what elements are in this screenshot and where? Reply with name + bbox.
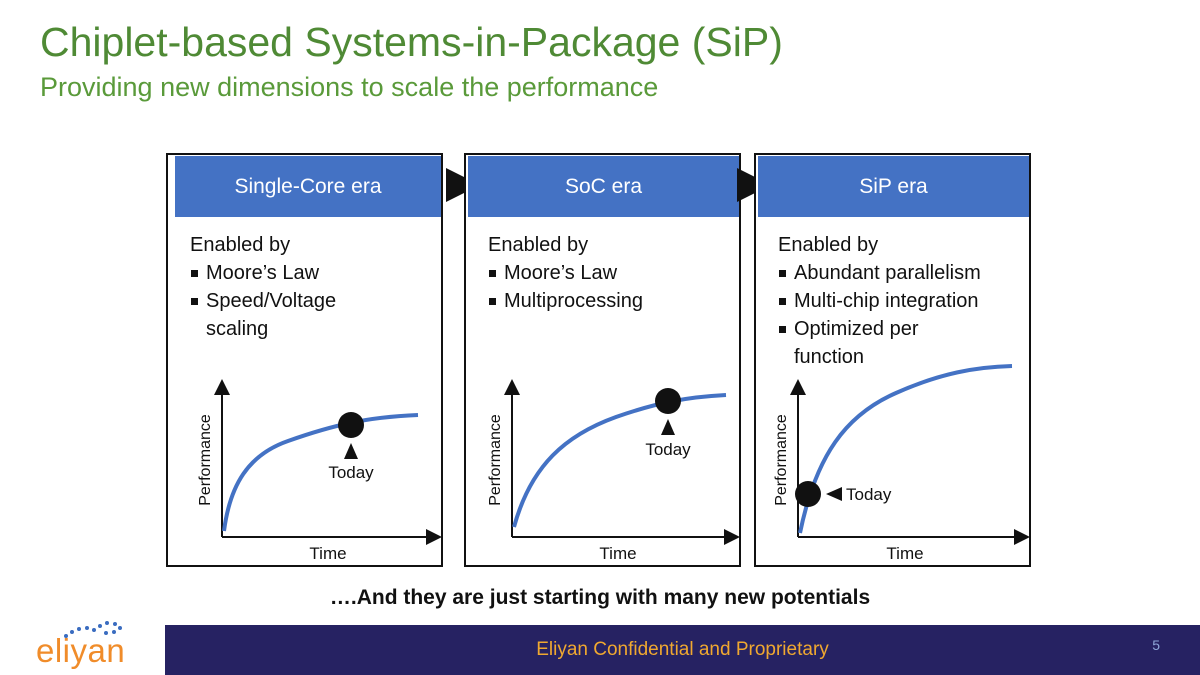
tagline: ….And they are just starting with many n… [329, 586, 871, 609]
bullet-item: Moore’s Law [488, 259, 643, 287]
panel-sip-era: SiP era Enabled by Abundant parallelism … [754, 153, 1031, 567]
enabled-by-block: Enabled by Moore’s Law Speed/Voltage sca… [190, 231, 376, 343]
enabled-by-label: Enabled by [190, 234, 291, 256]
x-axis-label: Time [886, 544, 923, 563]
bullet-item: Multi-chip integration [778, 287, 981, 315]
slide-subtitle: Providing new dimensions to scale the pe… [40, 72, 659, 102]
today-marker [655, 388, 681, 414]
bullet-item: Moore’s Law [190, 259, 376, 287]
today-label: Today [645, 440, 691, 459]
footer-bar: Eliyan Confidential and Proprietary 5 [165, 625, 1200, 675]
performance-graph: Today Time Performance [773, 364, 1029, 563]
today-marker [795, 481, 821, 507]
panel-single-core-era: Single-Core era Enabled by Moore’s Law S… [166, 153, 443, 567]
y-axis-label: Performance [487, 414, 504, 506]
performance-graph: Today Time Performance [197, 379, 441, 563]
panel-header: SoC era [468, 156, 739, 217]
y-axis-label: Performance [197, 414, 214, 506]
today-pointer-arrow [661, 419, 675, 435]
enabled-by-block: Enabled by Abundant parallelism Multi-ch… [778, 231, 981, 371]
today-label: Today [328, 463, 374, 482]
slide-title: Chiplet-based Systems-in-Package (SiP) [40, 19, 783, 65]
performance-graph: Today Time Performance [487, 379, 739, 563]
today-pointer-arrow [344, 443, 358, 459]
performance-curve [222, 413, 419, 532]
enabled-by-label: Enabled by [488, 234, 589, 256]
panel-header: SiP era [758, 156, 1029, 217]
x-axis-label: Time [599, 544, 636, 563]
panel-soc-era: SoC era Enabled by Moore’s Law Multiproc… [464, 153, 741, 567]
enabled-by-block: Enabled by Moore’s Law Multiprocessing [488, 231, 643, 315]
performance-curve [798, 364, 1013, 534]
bullet-list: Moore’s Law Speed/Voltage scaling [190, 259, 376, 343]
panel-header: Single-Core era [175, 156, 441, 217]
bullet-item: Abundant parallelism [778, 259, 981, 287]
bullet-item: Speed/Voltage scaling [190, 287, 376, 343]
eliyan-logo: eliyan [36, 620, 146, 670]
bullet-item: Optimized per function [778, 315, 964, 371]
today-label: Today [846, 485, 892, 504]
performance-curve [512, 393, 727, 528]
enabled-by-label: Enabled by [778, 234, 879, 256]
page-number: 5 [1152, 637, 1160, 653]
bullet-item: Multiprocessing [488, 287, 643, 315]
y-axis-label: Performance [773, 414, 790, 506]
x-axis-label: Time [309, 544, 346, 563]
today-marker [338, 412, 364, 438]
logo-text: eliyan [36, 632, 126, 669]
bullet-list: Abundant parallelism Multi-chip integrat… [778, 259, 981, 371]
bullet-list: Moore’s Law Multiprocessing [488, 259, 643, 315]
logo-dots-icon [64, 621, 122, 638]
today-pointer-arrow [826, 487, 842, 501]
confidential-notice: Eliyan Confidential and Proprietary [536, 639, 829, 660]
